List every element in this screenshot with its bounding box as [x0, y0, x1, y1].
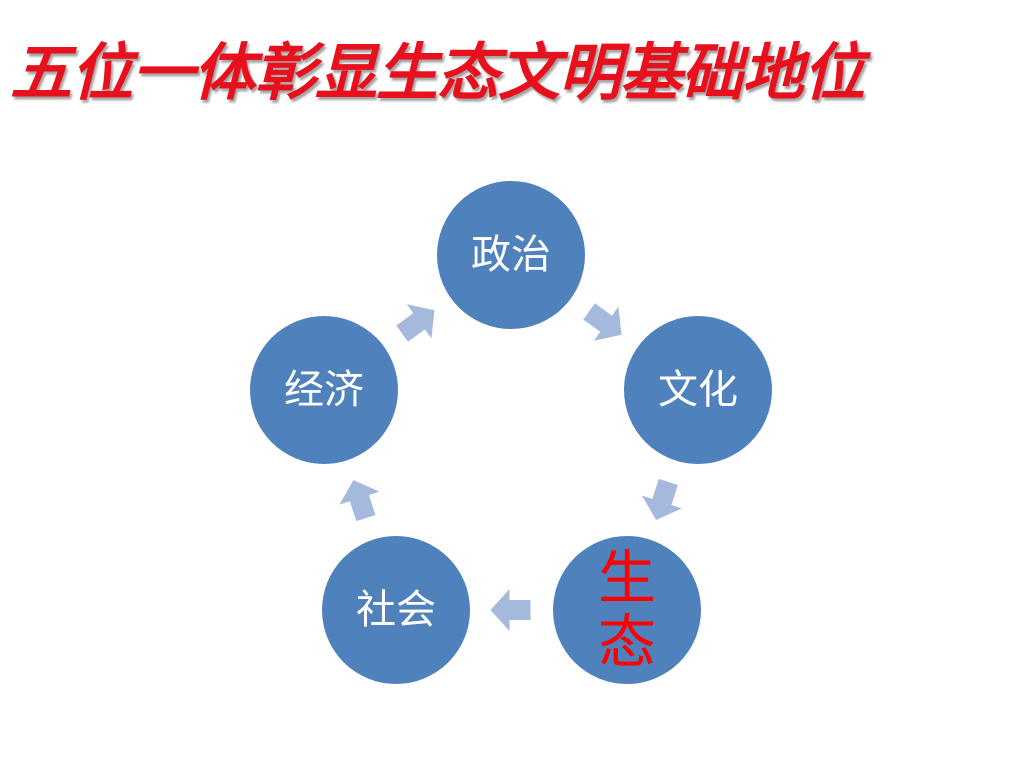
cycle-arrows	[339, 303, 682, 631]
cycle-node-ecology: 生态	[553, 536, 701, 684]
cycle-node-circle	[437, 181, 585, 329]
cycle-node-circle	[250, 316, 398, 464]
cycle-arrow	[339, 480, 380, 522]
cycle-arrow	[641, 478, 682, 520]
cycle-node-circle	[553, 536, 701, 684]
cycle-arrow	[583, 303, 622, 341]
cycle-arrow	[490, 589, 531, 631]
cycle-node-label: 经济	[284, 367, 364, 413]
cycle-node-label-char: 态	[598, 608, 656, 676]
cycle-node-label: 文化	[658, 367, 738, 413]
cycle-node-economy: 经济	[250, 316, 398, 464]
cycle-node-label-char: 生	[598, 544, 656, 612]
cycle-node-label: 政治	[471, 232, 551, 278]
cycle-arrow	[396, 304, 435, 342]
slide-title: 五位一体彰显生态文明基础地位	[10, 36, 865, 109]
cycle-node-circle	[624, 316, 772, 464]
cycle-node-society: 社会	[322, 536, 470, 684]
cycle-node-circle	[322, 536, 470, 684]
cycle-node-culture: 文化	[624, 316, 772, 464]
cycle-node-politics: 政治	[437, 181, 585, 329]
cycle-node-label: 社会	[356, 587, 436, 633]
